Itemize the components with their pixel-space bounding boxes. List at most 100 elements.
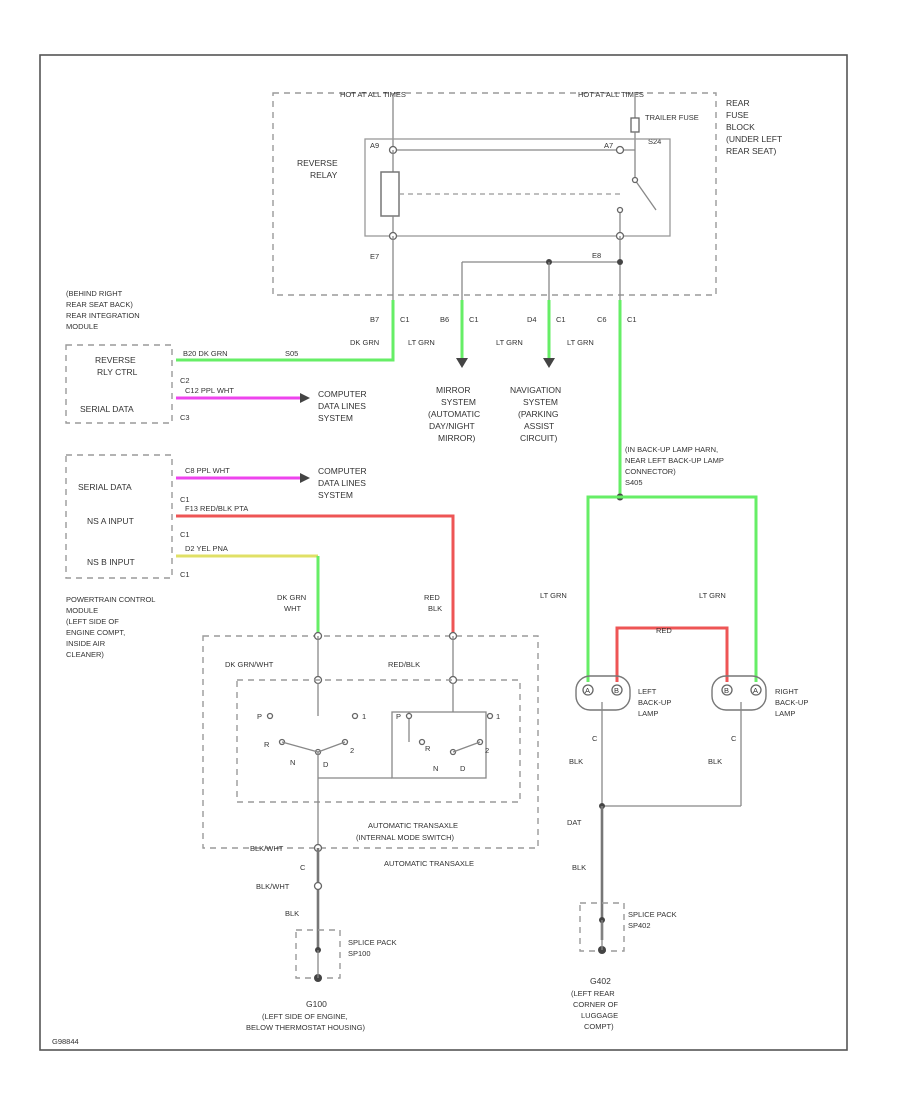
svg-text:RED: RED bbox=[424, 593, 440, 602]
svg-text:COMPUTER: COMPUTER bbox=[318, 389, 367, 399]
svg-text:1: 1 bbox=[496, 712, 500, 721]
svg-text:CIRCUIT): CIRCUIT) bbox=[520, 433, 557, 443]
svg-text:REAR INTEGRATION: REAR INTEGRATION bbox=[66, 311, 140, 320]
svg-text:BACK-UP: BACK-UP bbox=[638, 698, 671, 707]
svg-text:F13 RED/BLK PTA: F13 RED/BLK PTA bbox=[185, 504, 248, 513]
relay-pin-top: A9 bbox=[370, 141, 379, 150]
fuse-block-title-2: FUSE bbox=[726, 110, 749, 120]
bus-label-right: HOT AT ALL TIMES bbox=[578, 90, 644, 99]
ground-g100: G100 bbox=[306, 999, 327, 1009]
svg-text:C8 PPL WHT: C8 PPL WHT bbox=[185, 466, 230, 475]
svg-text:AUTOMATIC TRANSAXLE: AUTOMATIC TRANSAXLE bbox=[368, 821, 458, 830]
fuse-pin-in: A7 bbox=[604, 141, 613, 150]
switch-pin-right: RED/BLK bbox=[388, 660, 420, 669]
svg-text:(IN BACK-UP LAMP HARN,: (IN BACK-UP LAMP HARN, bbox=[625, 445, 718, 454]
svg-text:NAVIGATION: NAVIGATION bbox=[510, 385, 561, 395]
fuse-block-title-1: REAR bbox=[726, 98, 750, 108]
svg-text:LUGGAGE: LUGGAGE bbox=[581, 1011, 618, 1020]
splice-s405: S405 bbox=[625, 478, 643, 487]
svg-text:AUTOMATIC TRANSAXLE: AUTOMATIC TRANSAXLE bbox=[384, 859, 474, 868]
svg-text:REAR SEAT BACK): REAR SEAT BACK) bbox=[66, 300, 133, 309]
svg-text:D2 YEL PNA: D2 YEL PNA bbox=[185, 544, 228, 553]
svg-text:(AUTOMATIC: (AUTOMATIC bbox=[428, 409, 480, 419]
fuse-label: TRAILER FUSE bbox=[645, 113, 699, 122]
fuse-block-title-3: BLOCK bbox=[726, 122, 755, 132]
switch-right-contacts: P R N D 2 1 bbox=[318, 683, 500, 779]
svg-text:A: A bbox=[753, 686, 758, 695]
rim-reverse-pin: C2 bbox=[180, 376, 190, 385]
conn-d4: D4 bbox=[527, 315, 537, 324]
svg-text:BELOW THERMOSTAT HOUSING): BELOW THERMOSTAT HOUSING) bbox=[246, 1023, 366, 1032]
svg-text:SYSTEM: SYSTEM bbox=[318, 490, 353, 500]
wire-lamp-jumper-red bbox=[615, 626, 729, 682]
splice-pack-sp402: SPLICE PACK SP402 G402 (LEFT REAR CORNER… bbox=[571, 902, 677, 1031]
svg-text:NEAR LEFT BACK-UP LAMP: NEAR LEFT BACK-UP LAMP bbox=[625, 456, 724, 465]
wire-label-nav: LT GRN bbox=[496, 338, 523, 347]
svg-text:BLK: BLK bbox=[285, 909, 299, 918]
svg-text:COMPUTER: COMPUTER bbox=[318, 466, 367, 476]
sp402-label-2: SP402 bbox=[628, 921, 651, 930]
wire-ns-a-red-blk bbox=[176, 514, 455, 635]
svg-text:LEFT: LEFT bbox=[638, 687, 657, 696]
svg-text:(INTERNAL MODE SWITCH): (INTERNAL MODE SWITCH) bbox=[356, 833, 455, 842]
wire-reverse-dk-grn bbox=[176, 300, 395, 362]
pcm-nsa-input: NS A INPUT bbox=[87, 516, 134, 526]
svg-text:MIRROR): MIRROR) bbox=[438, 433, 475, 443]
svg-text:C1: C1 bbox=[180, 570, 190, 579]
svg-text:N: N bbox=[290, 758, 295, 767]
svg-text:WHT: WHT bbox=[284, 604, 301, 613]
transaxle-mode-switch: DK GRN WHT RED BLK DK GRN/WHT RED/BLK P … bbox=[202, 593, 539, 950]
sp100-label-1: SPLICE PACK bbox=[348, 938, 397, 947]
svg-text:C: C bbox=[731, 734, 737, 743]
svg-text:C1: C1 bbox=[180, 530, 190, 539]
bus-label-left: HOT AT ALL TIMES bbox=[340, 90, 406, 99]
svg-text:BLK: BLK bbox=[572, 863, 586, 872]
svg-text:ASSIST: ASSIST bbox=[524, 421, 554, 431]
conn-c6-c1: C1 bbox=[627, 315, 637, 324]
rear-integration-module: (BEHIND RIGHT REAR SEAT BACK) REAR INTEG… bbox=[65, 289, 367, 424]
svg-text:ENGINE COMPT,: ENGINE COMPT, bbox=[66, 628, 125, 637]
svg-text:C: C bbox=[300, 863, 306, 872]
svg-text:P: P bbox=[257, 712, 262, 721]
reverse-rly-ctrl-2: RLY CTRL bbox=[97, 367, 138, 377]
svg-text:MODULE: MODULE bbox=[66, 322, 98, 331]
switch-left-contacts: P R N D 2 1 bbox=[257, 683, 366, 802]
svg-text:R: R bbox=[264, 740, 270, 749]
svg-text:C1: C1 bbox=[180, 495, 190, 504]
svg-text:DAT: DAT bbox=[567, 818, 582, 827]
arrow-nav bbox=[543, 358, 555, 368]
svg-text:(LEFT SIDE OF: (LEFT SIDE OF bbox=[66, 617, 119, 626]
conn-b6-c1: C1 bbox=[469, 315, 479, 324]
svg-text:D: D bbox=[323, 760, 329, 769]
footer-code: G98844 bbox=[52, 1037, 79, 1046]
bcm-connectors: B7 C1 B6 C1 D4 C1 C6 C1 bbox=[370, 315, 637, 324]
svg-text:MODULE: MODULE bbox=[66, 606, 98, 615]
fuse-number: S24 bbox=[648, 137, 661, 146]
rear-fuse-block: HOT AT ALL TIMES HOT AT ALL TIMES REAR F… bbox=[272, 90, 782, 300]
sp402-label-1: SPLICE PACK bbox=[628, 910, 677, 919]
relay-label-1: REVERSE bbox=[297, 158, 338, 168]
svg-text:BLK: BLK bbox=[708, 757, 722, 766]
svg-text:BLK: BLK bbox=[569, 757, 583, 766]
svg-text:A: A bbox=[585, 686, 590, 695]
svg-text:N: N bbox=[433, 764, 438, 773]
svg-text:DK GRN: DK GRN bbox=[277, 593, 306, 602]
rim-serial-wire: C12 PPL WHT bbox=[185, 386, 234, 395]
wire-right-lamp-lt-grn bbox=[620, 495, 758, 682]
pcm-nsb-input: NS B INPUT bbox=[87, 557, 135, 567]
svg-text:LAMP: LAMP bbox=[638, 709, 658, 718]
svg-text:(PARKING: (PARKING bbox=[518, 409, 558, 419]
svg-text:DAY/NIGHT: DAY/NIGHT bbox=[429, 421, 475, 431]
conn-c6: C6 bbox=[597, 315, 607, 324]
svg-text:RIGHT: RIGHT bbox=[775, 687, 799, 696]
rim-serial-data: SERIAL DATA bbox=[80, 404, 134, 414]
rim-serial-pin: C3 bbox=[180, 413, 190, 422]
ground-g402: G402 bbox=[590, 976, 611, 986]
wire-label-mirror: LT GRN bbox=[408, 338, 435, 347]
svg-text:LAMP: LAMP bbox=[775, 709, 795, 718]
svg-text:COMPT): COMPT) bbox=[584, 1022, 614, 1031]
svg-text:CONNECTOR): CONNECTOR) bbox=[625, 467, 676, 476]
svg-text:D: D bbox=[460, 764, 466, 773]
svg-text:SYSTEM: SYSTEM bbox=[318, 413, 353, 423]
